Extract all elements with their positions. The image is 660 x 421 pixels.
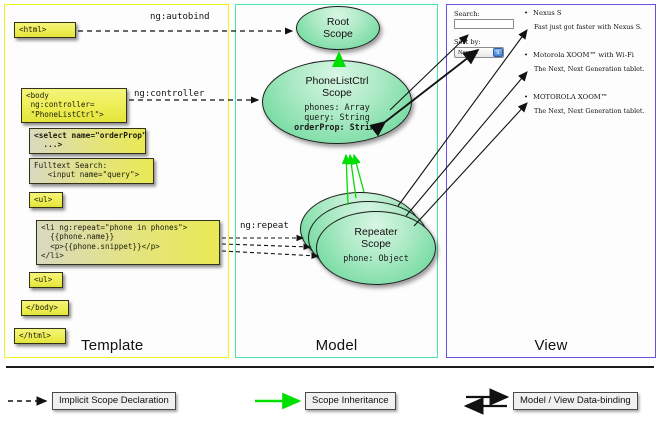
legend-label-data-binding: Model / View Data-binding: [513, 392, 638, 410]
scope-phonelistctrl-title-2: Scope: [322, 87, 352, 99]
list-item: Nexus S Fast just got faster with Nexus …: [524, 9, 642, 31]
template-box-ul-open: <ul>: [29, 192, 63, 209]
scope-phonelistctrl-props: phones: Array query: String orderProp: S…: [263, 102, 411, 133]
scope-prop-query: query: String: [304, 112, 370, 123]
template-box-html-open: <html>: [14, 22, 76, 39]
sort-by-selected-value: Newest: [458, 50, 478, 56]
phone-name: Motorola XOOM™ with Wi-Fi: [524, 51, 645, 59]
edge-label-autobind: ng:autobind: [150, 12, 210, 22]
view-rendered-app: Search: Sort by: Newest ⇅ Nexus S Fast j…: [452, 9, 652, 128]
template-box-li-repeat: <li ng:repeat="phone in phones"> {{phone…: [36, 220, 220, 265]
scope-prop-phones: phones: Array: [304, 102, 370, 112]
scope-root: Root Scope: [296, 6, 380, 50]
edge-label-controller: ng:controller: [134, 89, 205, 99]
search-input[interactable]: [454, 19, 514, 29]
column-view-label: View: [534, 337, 568, 354]
column-model: Model: [235, 4, 438, 358]
scope-phonelistctrl: PhoneListCtrl Scope phones: Array query:…: [262, 60, 412, 144]
search-label: Search:: [454, 10, 480, 18]
template-box-ul-close: <ul>: [29, 272, 63, 289]
column-template-label: Template: [81, 337, 144, 354]
scope-phonelistctrl-title-1: PhoneListCtrl: [305, 75, 369, 87]
scope-repeater: Repeater Scope phone: Object: [316, 211, 436, 285]
list-item: Motorola XOOM™ with Wi-Fi The Next, Next…: [524, 51, 645, 73]
template-box-input: Fulltext Search: <input name="query">: [29, 158, 154, 184]
phone-snippet: Fast just got faster with Nexus S.: [534, 23, 642, 31]
template-box-select: <select name="orderProp" ...>: [29, 128, 147, 154]
scope-root-title-2: Scope: [323, 28, 353, 40]
scope-repeater-title-1: Repeater: [354, 226, 398, 238]
scope-repeater-title-2: Scope: [361, 238, 391, 250]
chevron-updown-icon[interactable]: ⇅: [493, 48, 503, 57]
template-box-body-open: <body ng:controller= "PhoneListCtrl">: [21, 88, 127, 124]
phone-snippet: The Next, Next Generation tablet.: [534, 107, 645, 115]
scope-root-title-1: Root: [326, 16, 350, 28]
template-box-html-close: </html>: [14, 328, 66, 345]
column-model-label: Model: [315, 337, 358, 354]
list-item: MOTOROLA XOOM™ The Next, Next Generation…: [524, 93, 645, 115]
legend-label-implicit-scope: Implicit Scope Declaration: [52, 392, 176, 410]
scope-prop-orderprop: orderProp: String: [294, 122, 380, 133]
scope-repeater-props: phone: Object: [317, 253, 435, 263]
legend-label-scope-inheritance: Scope Inheritance: [305, 392, 396, 410]
template-box-body-close: </body>: [21, 300, 69, 317]
phone-name: Nexus S: [524, 9, 642, 17]
phone-snippet: The Next, Next Generation tablet.: [534, 65, 645, 73]
sort-by-select[interactable]: Newest ⇅: [454, 47, 504, 58]
edge-label-repeat: ng:repeat: [240, 221, 289, 231]
scope-prop-phone: phone: Object: [343, 253, 409, 263]
phone-name: MOTOROLA XOOM™: [524, 93, 645, 101]
legend-divider: [6, 366, 654, 368]
sort-by-label: Sort by:: [454, 38, 481, 46]
